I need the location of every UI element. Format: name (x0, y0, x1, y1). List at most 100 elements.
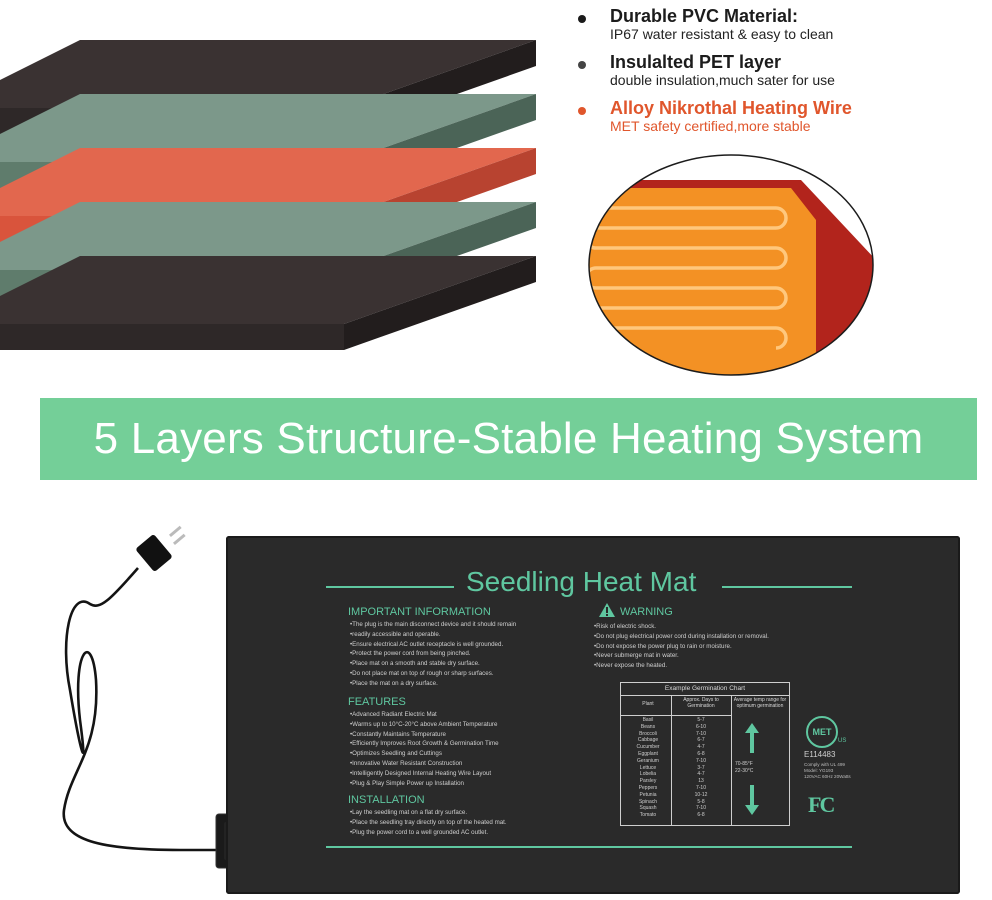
layer-top (0, 40, 536, 108)
list-item: Place the mat on a dry surface. (350, 679, 516, 689)
days-cell: 5-7 (697, 717, 705, 723)
warning-icon (599, 603, 615, 617)
layer-top (0, 148, 536, 216)
layer-top (0, 94, 536, 162)
layer-top (0, 256, 536, 324)
fcc-logo: FC (808, 792, 835, 817)
cert-line: Comply with UL 499 (804, 762, 845, 767)
list-item: Risk of electric shock. (594, 622, 769, 632)
heating-wire-zoom-illustration (588, 154, 874, 376)
bullet-dot-icon (578, 61, 586, 69)
layer-stack-illustration (0, 40, 536, 350)
column-header-temp: Average temp range for optimum germinati… (733, 697, 787, 709)
days-cell: 7-10 (695, 757, 706, 764)
list-item: Do not expose the power plug to rain or … (594, 642, 769, 652)
list-item: Protect the power cord from being pinche… (350, 649, 516, 659)
days-cell: 7-10 (695, 805, 706, 812)
list-item: Efficiently Improves Root Growth & Germi… (350, 739, 498, 749)
features-heading: FEATURES (348, 696, 406, 708)
list-item: Place mat on a smooth and stable dry sur… (350, 659, 516, 669)
list-item: Never expose the heated. (594, 661, 769, 671)
warning-heading: WARNING (620, 606, 673, 618)
days-cell: 7-10 (695, 730, 706, 737)
days-cell: 6-10 (695, 723, 706, 730)
divider (326, 846, 852, 848)
days-cell: 3-7 (697, 764, 705, 771)
table-row: Broccoli 7-10 (621, 731, 731, 738)
temp-celsius: 22-30°C (735, 768, 754, 774)
list-item: Optimizes Seedling and Cuttings (350, 749, 499, 759)
chart-title: Example Germination Chart (621, 683, 789, 696)
list-item: Intelligently Designed Internal Heating … (350, 769, 499, 779)
plant-cell: Petunia (639, 791, 657, 798)
days-cell: 5-8 (697, 798, 705, 805)
list-item: Innovative Water Resistant Construction (350, 759, 499, 769)
banner-text: 5 Layers Structure-Stable Heating System (93, 414, 924, 463)
plant-cell: Lobelia (639, 771, 657, 778)
plant-cell: Broccoli (639, 730, 657, 737)
column-header-plant: Plant (642, 701, 654, 707)
plant-cell: Lettuce (639, 764, 657, 771)
germination-chart: Example Germination Chart Plant Approx. … (620, 682, 790, 826)
table-row: Petunia 10-12 (621, 792, 731, 799)
column-divider (671, 695, 672, 825)
important-list: The plug is the main disconnect device a… (350, 620, 516, 689)
features-list: Advanced Radiant Electric Mat Warms up t… (350, 710, 499, 789)
material-legend: Durable PVC Material: IP67 water resista… (578, 6, 988, 144)
plant-cell: Eggplant (638, 750, 658, 757)
headline-banner: 5 Layers Structure-Stable Heating System (40, 398, 977, 480)
column-divider (731, 695, 732, 825)
cert-line: Model: YG193 (804, 768, 834, 773)
bullet-dot-icon (578, 15, 586, 23)
down-arrow-icon (745, 785, 759, 815)
column-header-days: Approx. Days to Germination (683, 697, 719, 709)
met-us-label: US (838, 738, 847, 744)
list-item: Warms up to 10°C-20°C above Ambient Temp… (350, 720, 499, 730)
legend-item-wire: Alloy Nikrothal Heating Wire MET safety … (578, 98, 988, 135)
certification-details: Comply with UL 499 Model: YG193 120VAC 6… (804, 762, 851, 780)
layer-front (0, 324, 344, 350)
days-cell: 4-7 (697, 744, 705, 751)
table-row: Lettuce 3-7 (621, 765, 731, 772)
plant-cell: Cucumber (636, 744, 660, 751)
days-cell: 10-12 (694, 791, 708, 798)
installation-heading: INSTALLATION (348, 794, 425, 806)
divider (722, 586, 852, 588)
days-cell: 7-10 (695, 784, 706, 791)
plant-cell: Cabbage (637, 737, 659, 744)
met-certification-badge: MET (806, 716, 838, 748)
plug-icon (136, 525, 186, 571)
important-heading: IMPORTANT INFORMATION (348, 606, 491, 618)
legend-title: Durable PVC Material: (610, 6, 799, 26)
list-item: readily accessible and operable. (350, 630, 516, 640)
plant-cell: Parsley (639, 778, 657, 785)
legend-title: Alloy Nikrothal Heating Wire (610, 98, 852, 118)
table-row: Cabbage 6-7 (621, 737, 731, 744)
list-item: Never submerge mat in water. (594, 651, 769, 661)
plant-cell: Peppers (638, 784, 658, 791)
cert-line: 120VAC 60Hz 20Watts (804, 774, 851, 779)
certification-code: E114483 (804, 750, 836, 759)
layer-top (0, 202, 536, 270)
table-row: Cucumber 4-7 (621, 744, 731, 751)
divider (326, 586, 454, 588)
divider (621, 715, 731, 716)
days-cell: 6-7 (697, 737, 705, 744)
plant-cell: Spinach (638, 798, 658, 805)
table-row: Peppers 7-10 (621, 785, 731, 792)
legend-item-pet: Insulalted PET layer double insulation,m… (578, 52, 988, 89)
installation-list: Lay the seedling mat on a flat dry surfa… (350, 808, 506, 837)
list-item: Advanced Radiant Electric Mat (350, 710, 499, 720)
legend-subtitle: MET safety certified,more stable (610, 118, 811, 134)
list-item: The plug is the main disconnect device a… (350, 620, 516, 630)
list-item: Ensure electrical AC outlet receptacle i… (350, 640, 516, 650)
mat-title: Seedling Heat Mat (466, 566, 697, 597)
list-item: Plug & Play Simple Power up Installation (350, 779, 499, 789)
